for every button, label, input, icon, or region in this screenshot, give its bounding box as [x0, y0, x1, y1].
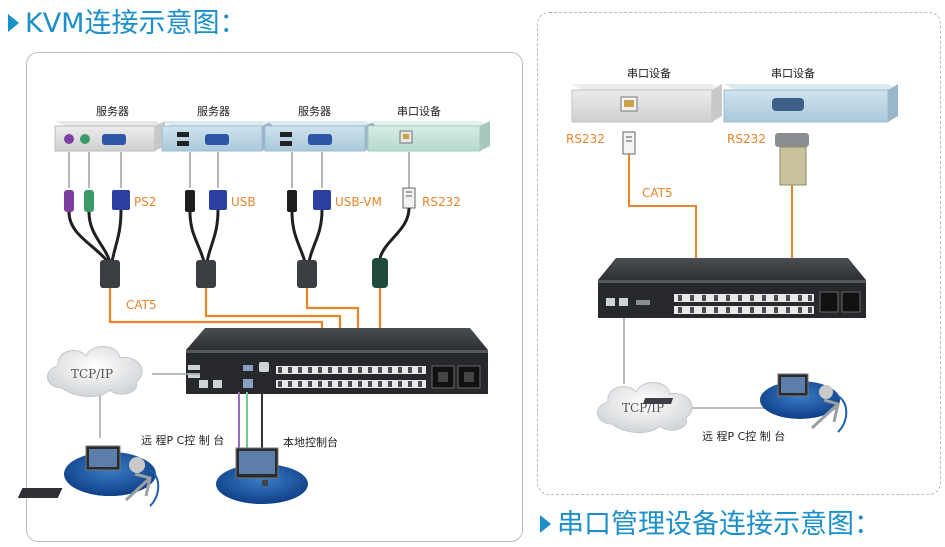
tcpip-label-left: TCP/IP — [71, 367, 113, 381]
usb-vm-connectors — [287, 190, 331, 212]
tcpip-label-right: TCP/IP — [622, 401, 664, 415]
serial-cat5-label: CAT5 — [642, 186, 673, 200]
tcpip-cloud-right — [597, 382, 693, 433]
usb-connectors — [185, 190, 227, 212]
serial-title-text: 串口管理设备连接示意图： — [557, 509, 881, 540]
rs232-label: RS232 — [422, 195, 461, 209]
rj45-plug-icon — [622, 131, 636, 155]
remote-pc-console-right — [642, 373, 848, 433]
server-device-ps2 — [54, 121, 165, 152]
serial-device-label-1: 串口设备 — [627, 66, 671, 80]
network-links-left — [99, 373, 200, 438]
local-console — [17, 447, 308, 504]
local-console-label: 本地控制台 — [283, 435, 338, 449]
tcpip-cloud-left — [47, 346, 143, 397]
server-device-usb — [161, 121, 272, 152]
serial-console-server — [598, 258, 866, 318]
kvm-title-text: KVM连接示意图： — [25, 8, 247, 39]
local-console-links — [238, 392, 263, 448]
serial-device-rs232 — [367, 121, 490, 152]
ps2-label: PS2 — [134, 195, 157, 209]
serial-device-label-2: 串口设备 — [771, 66, 815, 80]
usb-label: USB — [231, 195, 256, 209]
remote-console-label-right: 远 程P C控 制 台 — [702, 429, 785, 443]
serial-device-2 — [723, 84, 898, 123]
ps2-connectors — [64, 190, 130, 212]
db9-adapter-icon — [775, 133, 809, 186]
server-label-1: 服务器 — [96, 105, 129, 118]
cat5-label: CAT5 — [126, 298, 157, 312]
rs232-label-2: RS232 — [727, 132, 766, 146]
server-label-2: 服务器 — [197, 105, 230, 118]
server-label-3: 服务器 — [298, 105, 331, 118]
remote-console-label-left: 远 程P C控 制 台 — [141, 433, 224, 447]
rs232-label-1: RS232 — [566, 132, 605, 146]
serial-device-1 — [571, 84, 722, 123]
remote-pc-console-left — [64, 445, 160, 507]
server-device-usb-vm — [264, 121, 375, 152]
serial-diagram-title: 串口管理设备连接示意图： — [540, 509, 881, 541]
triangle-bullet-icon — [8, 13, 19, 32]
kvm-diagram-title: KVM连接示意图： — [8, 8, 246, 40]
kvm-cables — [67, 207, 411, 263]
device-port-links — [68, 152, 410, 188]
kvm-dongles — [100, 258, 388, 288]
kvm-switch — [186, 328, 488, 394]
triangle-bullet-icon — [540, 514, 551, 533]
usb-vm-label: USB-VM — [335, 195, 382, 209]
serial-device-label: 串口设备 — [397, 104, 441, 118]
rs232-connector — [402, 187, 416, 209]
